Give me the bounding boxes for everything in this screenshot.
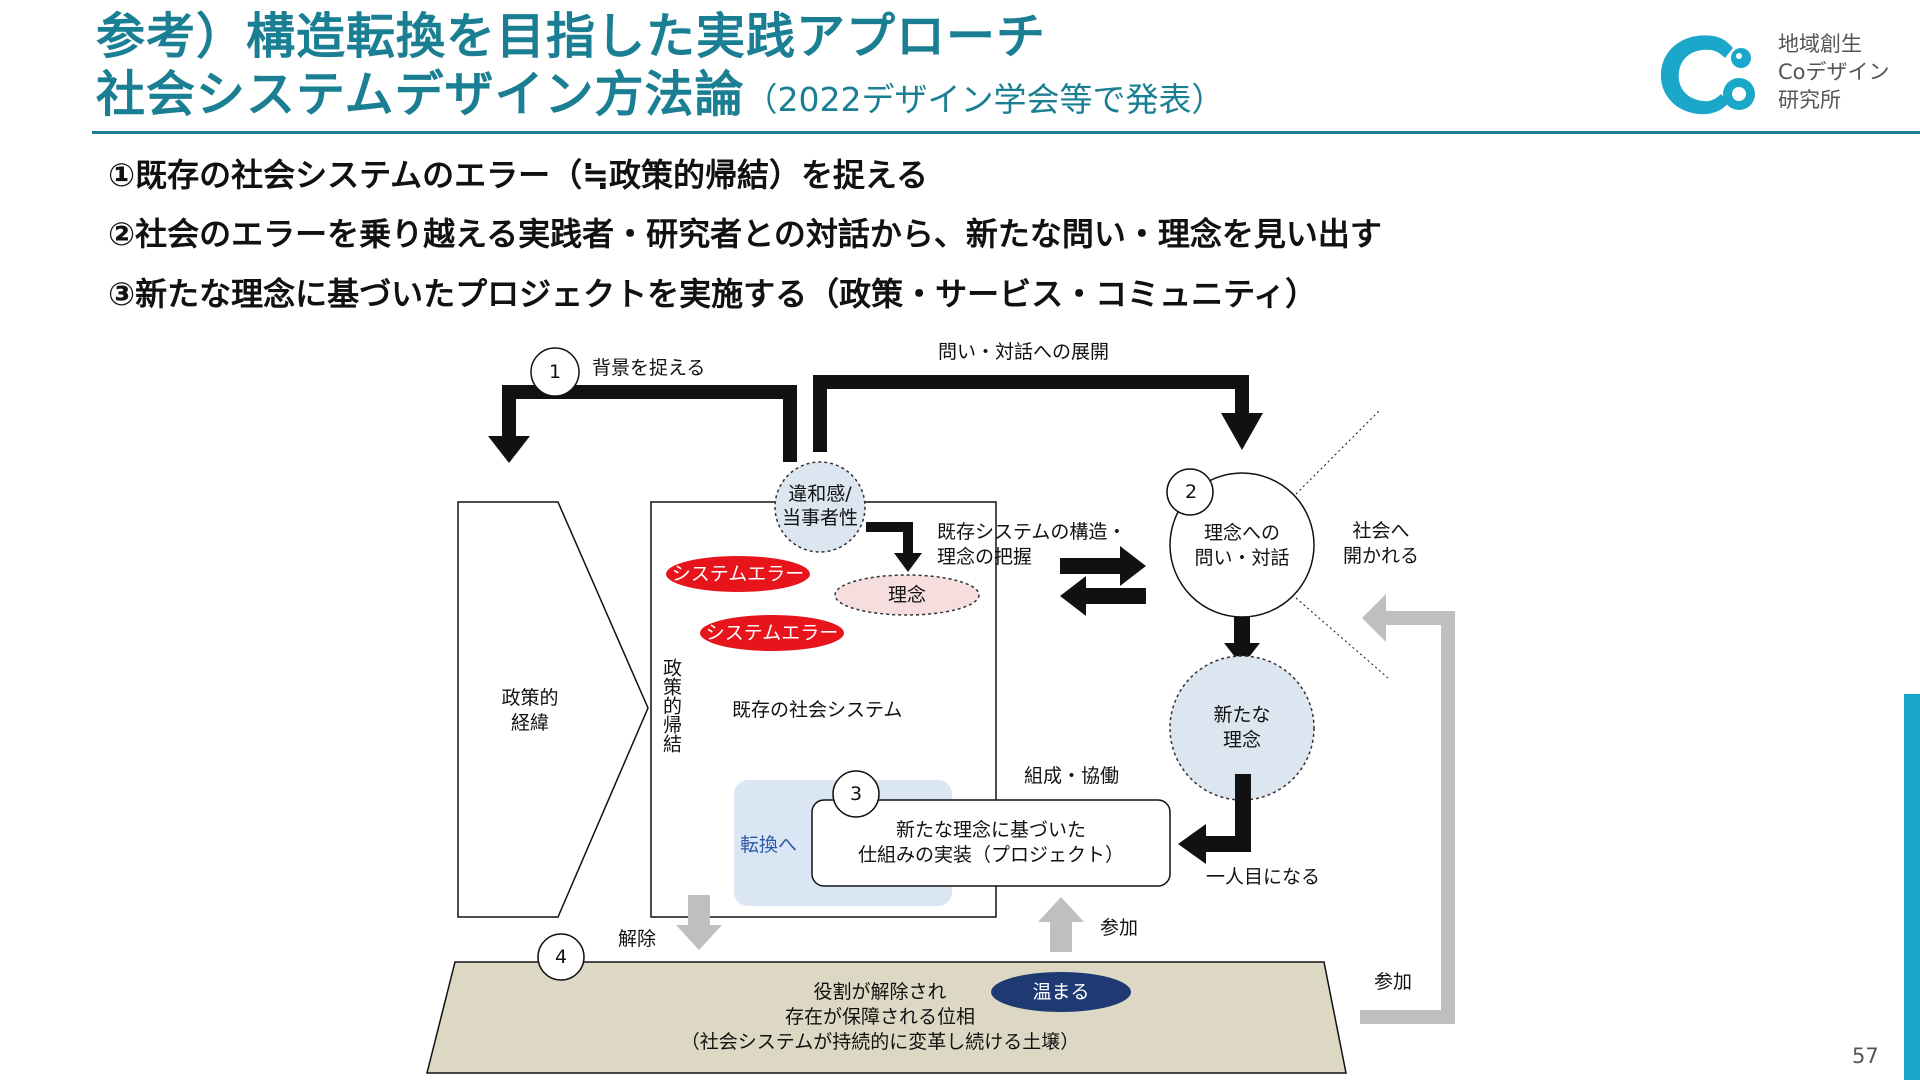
double-arrow-right: [1060, 546, 1146, 586]
join-up-arrow: [1038, 897, 1084, 952]
ground-label: 役割が解除され 存在が保障される位相 （社会システムが持続的に変革し続ける土壌）: [640, 980, 1120, 1055]
point-1: ①既存の社会システムのエラー（≒政策的帰結）を捉える: [108, 156, 928, 194]
step-2-circle: [1166, 468, 1214, 516]
logo-icon: [1660, 35, 1755, 115]
step-2-number: 2: [1184, 481, 1198, 503]
system-error-label-2: システムエラー: [705, 622, 839, 644]
new-ideal-label: 新たな 理念: [1192, 703, 1292, 753]
step-1-number: 1: [548, 361, 562, 383]
structure-label: 既存システムの構造・ 理念の把握: [937, 520, 1126, 570]
system-error-ellipse-1: [666, 556, 810, 592]
project-label: 新たな理念に基づいた 仕組みの実装（プロジェクト）: [812, 818, 1170, 868]
join-return-arrow: [1360, 611, 1455, 1024]
ground-line-3: （社会システムが持続的に変革し続ける土壌）: [680, 1031, 1080, 1053]
double-arrow-left: [1060, 576, 1146, 616]
warm-label: 温まる: [1032, 981, 1090, 1003]
arrow-to-dialog-head: [1221, 413, 1263, 450]
step-3-number: 3: [849, 783, 863, 805]
open-society-line-2: 開かれる: [1342, 545, 1419, 567]
top-arrow-label: 問い・対話への展開: [938, 341, 1110, 363]
release-arrow: [676, 895, 722, 950]
step-4-circle: [537, 933, 585, 981]
logo-line-1: 地域創生: [1778, 32, 1862, 56]
logo-line-3: 研究所: [1778, 88, 1841, 112]
policy-context-line-1: 政策的: [501, 687, 559, 709]
arrow-capture-background: [502, 385, 797, 462]
arrow-ideal-to-project: [1204, 774, 1251, 852]
arrow-to-dialog: [813, 375, 1249, 452]
organize-label: 組成・協働: [1024, 765, 1120, 787]
arrow-to-rinen-head: [894, 553, 922, 572]
open-society-line-1: 社会へ: [1352, 520, 1410, 542]
existing-system-label: 既存の社会システム: [732, 699, 903, 721]
rinen-label: 理念: [887, 584, 926, 606]
arrow-dialog-to-ideal-head: [1224, 643, 1260, 666]
rinen-ellipse: [834, 574, 980, 616]
warm-ellipse: [991, 972, 1131, 1012]
structure-line-2: 理念の把握: [937, 546, 1033, 568]
first-person-label: 一人目になる: [1206, 866, 1321, 888]
policy-context-label: 政策的 経緯: [480, 686, 580, 736]
iwakan-label: 違和感/ 当事者性: [775, 482, 865, 530]
new-ideal-circle: [1169, 655, 1315, 801]
step-3-circle: [832, 770, 880, 818]
arrow-capture-head: [488, 436, 530, 463]
ground-line-2: 存在が保障される位相: [784, 1006, 975, 1028]
dialog-label: 理念への 問い・対話: [1182, 521, 1302, 571]
project-box: [811, 799, 1171, 887]
title-line-1: 参考）構造転換を目指した実践アプローチ: [96, 8, 1047, 65]
dialog-line-2: 問い・対話: [1194, 547, 1290, 569]
iwakan-line-2: 当事者性: [781, 507, 858, 529]
join-label-2: 参加: [1374, 971, 1413, 993]
iwakan-circle: [774, 461, 866, 553]
system-error-label-1: システムエラー: [671, 563, 805, 585]
title-main: 社会システムデザイン方法論: [96, 66, 745, 123]
policy-context-line-2: 経緯: [510, 712, 549, 734]
open-society-label: 社会へ 開かれる: [1336, 519, 1426, 569]
step-4-number: 4: [554, 946, 568, 968]
ground-line-1: 役割が解除され: [813, 981, 947, 1003]
point-3: ③新たな理念に基づいたプロジェクトを実施する（政策・サービス・コミュニティ）: [108, 275, 1318, 313]
new-ideal-line-1: 新たな: [1213, 704, 1271, 726]
logo-line-2: Coデザイン: [1778, 60, 1890, 84]
point-2: ②社会のエラーを乗り越える実践者・研究者との対話から、新たな問い・理念を見い出す: [108, 215, 1382, 253]
project-line-2: 仕組みの実装（プロジェクト）: [857, 844, 1124, 866]
transform-label: 転換へ: [740, 834, 798, 856]
join-return-arrow-head: [1362, 594, 1386, 642]
title-subtitle: （2022デザイン学会等で発表）: [744, 80, 1225, 119]
join-label-1: 参加: [1100, 917, 1139, 939]
accent-bar: [1904, 694, 1920, 1080]
arrow-to-rinen: [866, 522, 913, 556]
project-line-1: 新たな理念に基づいた: [895, 819, 1086, 841]
step-1-circle: [530, 347, 580, 397]
ray-up: [1295, 409, 1381, 495]
arrow-ideal-to-project-head: [1178, 824, 1206, 864]
policy-outcome-label: 政策的帰結: [660, 658, 682, 753]
logo-text: 地域創生 Coデザイン 研究所: [1778, 30, 1890, 114]
step-1-label: 背景を捉える: [592, 357, 706, 379]
dialog-line-1: 理念への: [1203, 522, 1280, 544]
new-ideal-line-2: 理念: [1222, 729, 1261, 751]
header-rule: [92, 131, 1920, 134]
release-label: 解除: [618, 928, 657, 950]
iwakan-line-1: 違和感/: [788, 483, 852, 505]
policy-context-shape: [457, 501, 649, 918]
system-error-ellipse-2: [700, 615, 844, 651]
page-number: 57: [1852, 1044, 1879, 1068]
title-line-2: 社会システムデザイン方法論（2022デザイン学会等で発表）: [96, 70, 1225, 119]
structure-line-1: 既存システムの構造・: [937, 521, 1127, 543]
ray-down: [1295, 597, 1389, 679]
